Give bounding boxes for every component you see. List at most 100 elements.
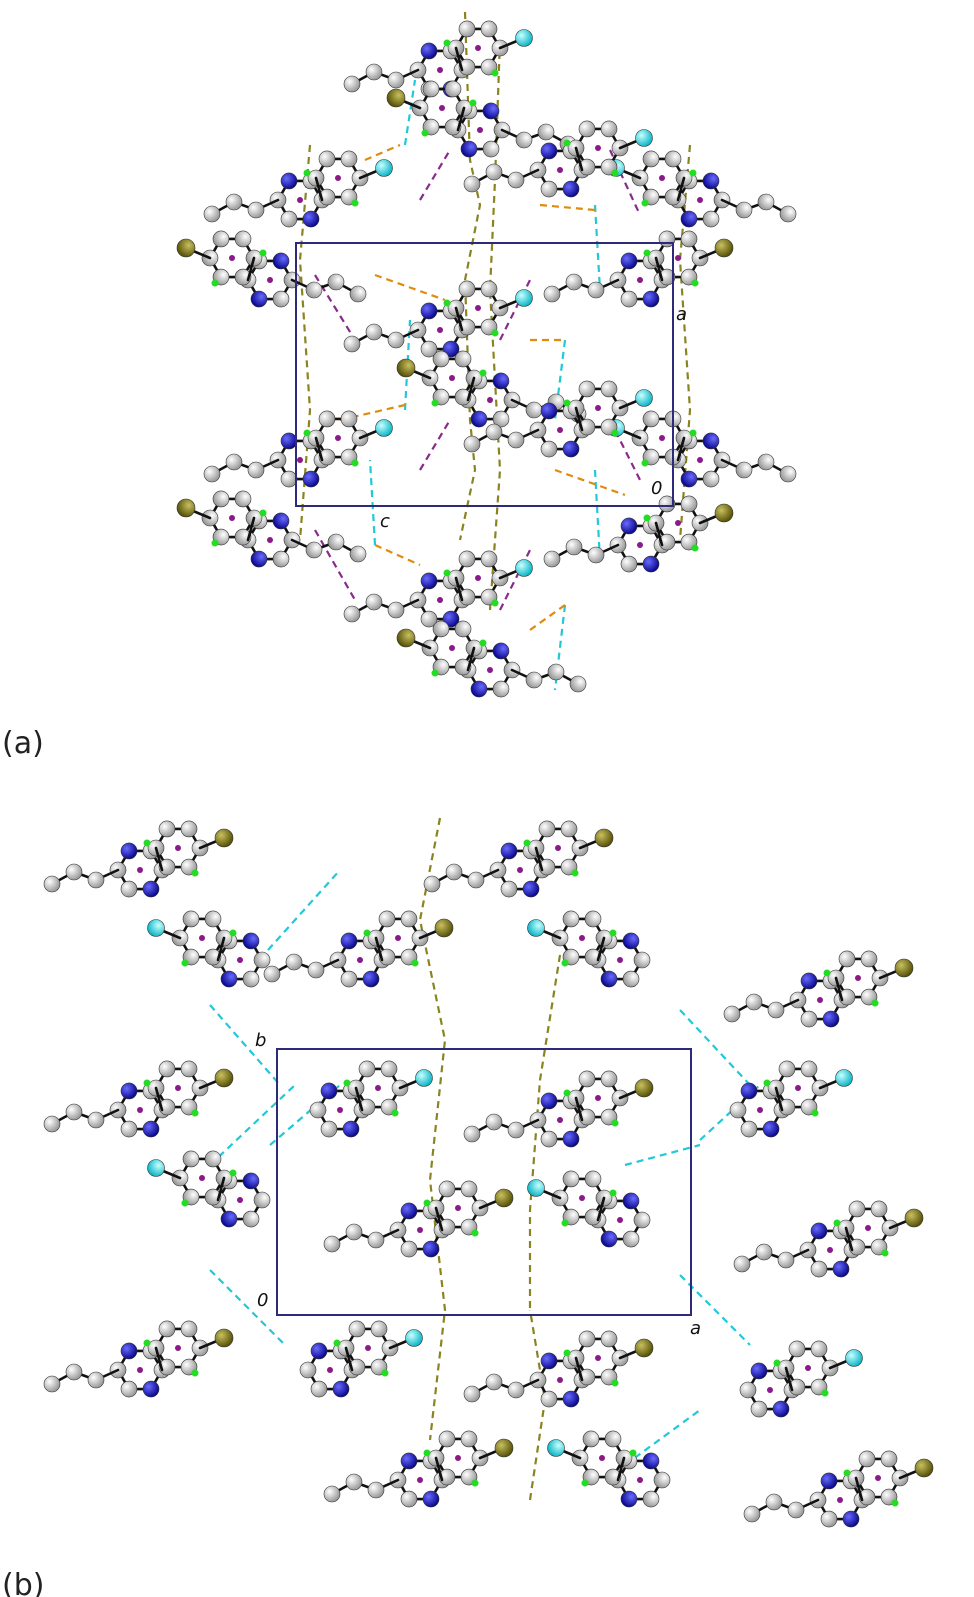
ring-centroid [365,1345,371,1351]
bond [466,376,476,402]
carbon-atom [578,1368,596,1386]
carbon-atom [587,281,605,299]
molecule [527,910,651,988]
hydrogen-atom [259,249,267,257]
carbon-atom [480,20,498,38]
carbon-atom [458,550,476,568]
nitrogen-atom [120,1342,138,1360]
carbon-atom [460,1430,478,1448]
ring-centroid [595,405,601,411]
contact-line [403,79,417,146]
carbon-atom [578,1108,596,1126]
ring-centroid [357,957,363,963]
carbon-atom [340,410,358,428]
carbon-atom [432,350,450,368]
carbon-atom [204,910,222,928]
carbon-atom [788,1340,806,1358]
carbon-atom [349,285,367,303]
ring-centroid [579,1195,585,1201]
carbon-atom [387,331,405,349]
carbon-atom [327,273,345,291]
carbon-atom [204,1188,222,1206]
bromine-atom [176,498,196,518]
nitrogen-atom [492,372,510,390]
carbon-atom [604,1468,622,1486]
carbon-atom [757,453,775,471]
ring-centroid [595,145,601,151]
bromine-atom [214,1328,234,1348]
carbon-atom [562,910,580,928]
ring-centroid [767,1387,773,1393]
carbon-atom [120,1120,138,1138]
carbon-atom [158,1060,176,1078]
ring-centroid [697,457,703,463]
molecule [43,1060,234,1138]
carbon-atom [642,410,660,428]
molecule [743,1450,934,1528]
carbon-atom [664,150,682,168]
carbon-atom [778,1098,796,1116]
molecule [463,120,653,198]
hydrogen-atom [611,169,619,177]
bond [676,176,686,202]
nitrogen-atom [620,1490,638,1508]
fluorine-atom [515,559,533,577]
nitrogen-atom [442,610,460,628]
carbon-atom [65,1103,83,1121]
panel-a: a 0 c (a) [2,11,797,761]
ring-centroid [827,1247,833,1253]
carbon-atom [454,658,472,676]
axis-label-b: b [255,1030,266,1051]
carbon-atom [247,461,265,479]
carbon-atom [180,1320,198,1338]
ring-centroid [837,1497,843,1503]
nitrogen-atom [302,470,320,488]
carbon-atom [438,1218,456,1236]
carbon-atom [733,1255,751,1273]
carbon-atom [43,1375,61,1393]
bond [574,1096,584,1122]
contact-line [593,204,602,291]
hydrogen-atom [641,459,649,467]
carbon-atom [600,1070,618,1088]
carbon-atom [525,401,543,419]
nitrogen-atom [622,1192,640,1210]
carbon-atom [633,951,651,969]
carbon-atom [779,205,797,223]
hydrogen-atom [561,1219,569,1227]
ring-centroid [327,1367,333,1373]
molecule [739,1340,863,1418]
hydrogen-atom [491,599,499,607]
carbon-atom [307,961,325,979]
carbon-atom [438,1430,456,1448]
fluorine-atom [527,919,545,937]
ring-centroid [855,975,861,981]
hydrogen-atom [763,1079,771,1087]
hydrogen-atom [363,929,371,937]
molecule [176,490,367,568]
carbon-atom [358,1098,376,1116]
carbon-atom [578,120,596,138]
carbon-atom [318,448,336,466]
hydrogen-atom [563,139,571,147]
hydrogen-atom [561,959,569,967]
hydrogen-atom [191,1369,199,1377]
panel-label-b: (b) [2,1568,44,1597]
hydrogen-atom [471,1479,479,1487]
bond [314,176,324,202]
ring-centroid [557,167,563,173]
hydrogen-atom [143,1339,151,1347]
carbon-atom [280,210,298,228]
contact-line [624,1143,701,1167]
carbon-atom [848,1238,866,1256]
bond [154,1346,164,1372]
carbon-atom [305,281,323,299]
carbon-atom [538,858,556,876]
ring-centroid [579,935,585,941]
fluorine-atom [405,1329,423,1347]
hydrogen-atom [609,929,617,937]
ring-centroid [237,957,243,963]
molecules-b [43,820,934,1528]
hydrogen-atom [443,569,451,577]
ring-centroid [659,435,665,441]
